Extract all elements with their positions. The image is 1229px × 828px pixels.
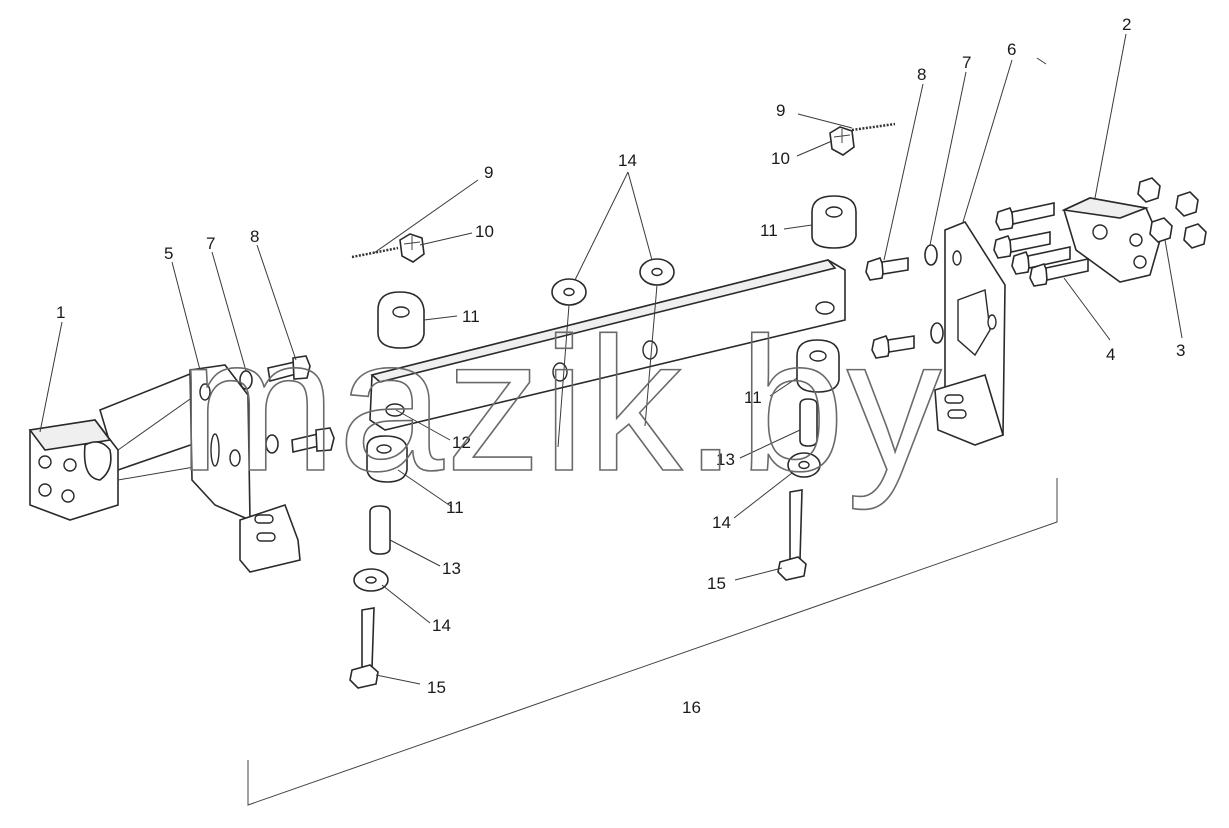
callout-2: 2 bbox=[1122, 15, 1131, 34]
callout-15-right: 15 bbox=[707, 574, 726, 593]
callout-12: 12 bbox=[452, 433, 471, 452]
part-11-left-bush-upper bbox=[377, 291, 425, 349]
callout-11-left-lower: 11 bbox=[446, 498, 464, 517]
callout-10-left: 10 bbox=[475, 222, 494, 241]
callout-9-right: 9 bbox=[776, 101, 785, 120]
callout-10-right: 10 bbox=[771, 149, 790, 168]
part-13-right-sleeve bbox=[799, 398, 818, 447]
callout-8-left: 8 bbox=[250, 227, 259, 246]
part-14-right-washer bbox=[787, 452, 821, 478]
part-8-left-bolts bbox=[267, 355, 335, 453]
leader-lines bbox=[39, 33, 1183, 685]
part-5-left-plate bbox=[189, 364, 301, 573]
part-15-left-bolt bbox=[349, 607, 379, 689]
part-15-right-bolt bbox=[777, 489, 807, 581]
callout-11-left-upper: 11 bbox=[462, 307, 480, 326]
callout-14-top: 14 bbox=[618, 151, 637, 170]
callout-11-right-lower: 11 bbox=[744, 388, 762, 407]
callout-16: 16 bbox=[682, 698, 701, 717]
part-6-right-plate bbox=[934, 221, 1006, 446]
part-7-right-washers bbox=[924, 244, 944, 344]
callout-7-left: 7 bbox=[206, 234, 215, 253]
callout-6: 6 bbox=[1007, 40, 1016, 59]
part-3-clamp-nuts bbox=[1137, 177, 1207, 249]
bracket-16-line bbox=[247, 478, 1058, 806]
part-11-right-bush-lower bbox=[796, 339, 840, 393]
part-9-right-cotter-pin bbox=[851, 122, 896, 132]
callout-7-right: 7 bbox=[962, 53, 971, 72]
part-13-left-sleeve bbox=[369, 505, 391, 555]
part-10-left-castle-nut bbox=[399, 233, 425, 263]
callout-9-left: 9 bbox=[484, 163, 493, 182]
part-11-right-bush-upper bbox=[811, 195, 857, 249]
callout-3: 3 bbox=[1176, 341, 1185, 360]
watermark: mazik.by bbox=[178, 299, 944, 511]
part-4-clamp-bolts bbox=[993, 202, 1089, 287]
callout-13-right: 13 bbox=[716, 450, 735, 469]
part-7-left-washers bbox=[239, 370, 279, 454]
part-11-left-bush-lower bbox=[366, 435, 408, 483]
part-8-right-bolts bbox=[865, 257, 915, 359]
part-9-left-cotter-pin bbox=[351, 246, 399, 259]
part-10-right-castle-nut bbox=[829, 126, 855, 156]
callout-14-right: 14 bbox=[712, 513, 731, 532]
callout-15-left: 15 bbox=[427, 678, 446, 697]
callout-14-left: 14 bbox=[432, 616, 451, 635]
part-1-mount bbox=[28, 368, 206, 521]
callout-labels: 1 2 3 4 5 6 7 7 8 8 9 9 10 10 11 11 11 1… bbox=[56, 15, 1185, 717]
part-14-left-washer bbox=[353, 568, 389, 592]
part-2-clamp bbox=[1061, 197, 1161, 283]
callout-8-right: 8 bbox=[917, 65, 926, 84]
callout-5: 5 bbox=[164, 244, 173, 263]
callout-11-right-upper: 11 bbox=[760, 221, 778, 240]
callout-1: 1 bbox=[56, 303, 65, 322]
part-12-cross-member bbox=[369, 259, 846, 431]
callout-13-left: 13 bbox=[442, 559, 461, 578]
callout-4: 4 bbox=[1106, 345, 1115, 364]
